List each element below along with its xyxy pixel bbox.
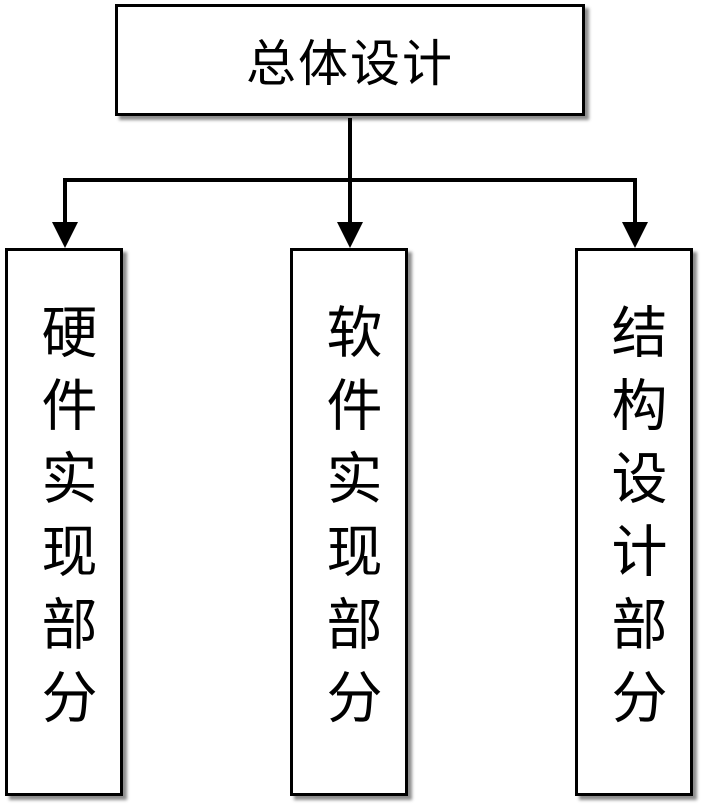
arrowhead-structure — [622, 222, 648, 248]
arrowhead-software — [337, 222, 363, 248]
root-node-box: 总体设计 — [115, 4, 585, 116]
child-node-software: 软件实现部分 — [290, 248, 408, 796]
root-node-label: 总体设计 — [246, 35, 454, 93]
child-node-software-label: 软件实现部分 — [317, 303, 382, 741]
child-node-structure-label: 结构设计部分 — [602, 303, 667, 741]
child-node-hardware: 硬件实现部分 — [5, 248, 123, 796]
child-node-hardware-label: 硬件实现部分 — [32, 303, 97, 741]
child-node-structure: 结构设计部分 — [575, 248, 693, 796]
arrowhead-hardware — [52, 222, 78, 248]
